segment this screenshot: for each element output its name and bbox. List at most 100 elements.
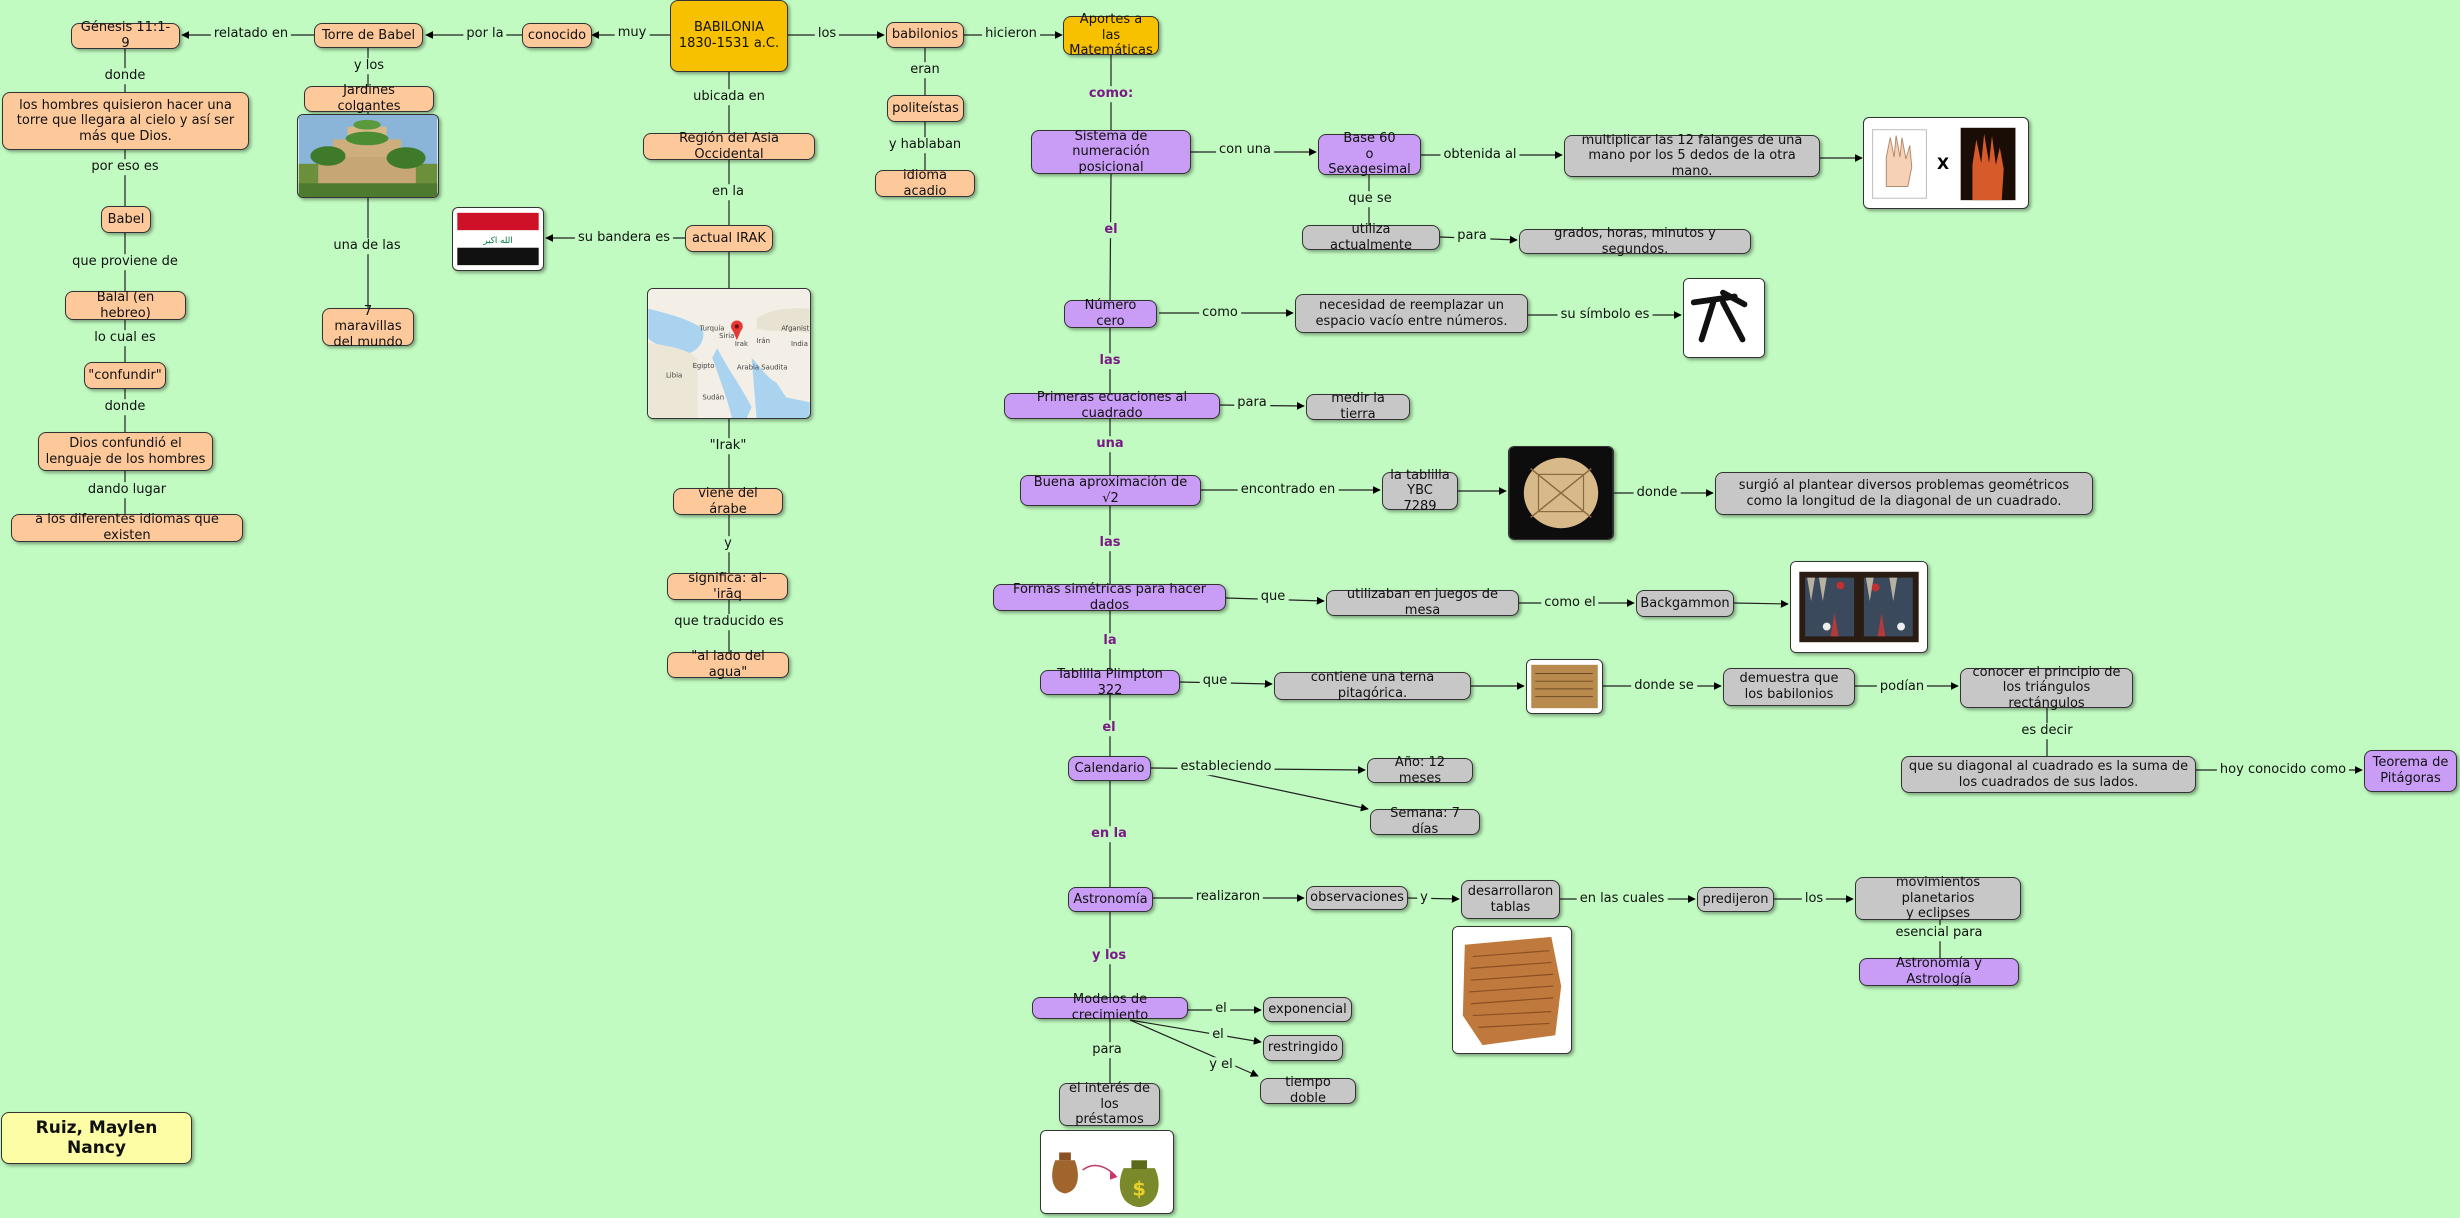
link-label: que: [1199, 673, 1231, 689]
link-label: en la: [709, 184, 747, 200]
medir-node[interactable]: medir la tierra: [1306, 391, 1410, 422]
link-label: para: [1089, 1042, 1125, 1058]
link-label: su símbolo es: [1557, 307, 1653, 323]
middle-east-map-image[interactable]: Turquía Siria Irak Irán Afganist. Egipto…: [647, 288, 811, 419]
jardines-node[interactable]: Jardines colgantes: [304, 83, 434, 114]
link-label: donde: [101, 68, 149, 84]
babilonia-node[interactable]: BABILONIA 1830-1531 a.C.: [670, 0, 788, 72]
observaciones-node[interactable]: observaciones: [1306, 886, 1408, 910]
anio-node[interactable]: Año: 12 meses: [1367, 755, 1473, 786]
demuestra-node[interactable]: demuestra que los babilonios: [1723, 668, 1855, 706]
backgammon-image[interactable]: [1790, 561, 1928, 653]
map-label-sudan: Sudán: [702, 393, 724, 401]
plimpton-node[interactable]: Tablilla Plimpton 322: [1040, 667, 1180, 698]
diagonal-node[interactable]: que su diagonal al cuadrado es la suma d…: [1901, 756, 2196, 793]
confundir-node[interactable]: "confundir": [84, 362, 166, 389]
pitagoras-node[interactable]: Teorema de Pitágoras: [2364, 750, 2457, 792]
link-label: las: [1096, 535, 1124, 551]
sistema-node[interactable]: Sistema de numeración posicional: [1031, 129, 1191, 175]
aportes-node[interactable]: Aportes a las Matemáticas: [1063, 12, 1159, 58]
link-label: realizaron: [1192, 889, 1264, 905]
region-node[interactable]: Región del Asia Occidental: [643, 131, 815, 162]
acadio-node[interactable]: idioma acadio: [875, 168, 975, 199]
ecuaciones-node[interactable]: Primeras ecuaciones al cuadrado: [1004, 390, 1220, 421]
link-label: el: [1101, 222, 1121, 238]
astronomia-node[interactable]: Astronomía: [1068, 887, 1153, 912]
link-label: que proviene de: [69, 254, 181, 270]
map-label-afganistan: Afganist.: [781, 324, 810, 332]
significa-node[interactable]: significa: al-'irāq: [667, 571, 788, 602]
tiempo-doble-node[interactable]: tiempo doble: [1260, 1075, 1356, 1106]
map-label-irak: Irak: [735, 340, 748, 348]
link-label: con una: [1216, 142, 1274, 158]
restringido-node[interactable]: restringido: [1263, 1035, 1343, 1061]
interes-node[interactable]: el interés de los préstamos: [1059, 1081, 1160, 1127]
multiplicar-node[interactable]: multiplicar las 12 falanges de una mano …: [1564, 133, 1820, 179]
link-label: en las cuales: [1576, 891, 1668, 907]
link-label: una: [1093, 436, 1127, 452]
semana-node[interactable]: Semana: 7 días: [1370, 806, 1480, 837]
surgio-node[interactable]: surgió al plantear diversos problemas ge…: [1715, 472, 2093, 515]
babilonios-node[interactable]: babilonios: [886, 22, 964, 48]
money-bags-image[interactable]: $: [1040, 1130, 1174, 1214]
link-label: es decir: [2018, 723, 2076, 739]
link-label: el: [1099, 720, 1119, 736]
cero-node[interactable]: Número cero: [1064, 298, 1157, 329]
backgammon-node[interactable]: Backgammon: [1636, 590, 1734, 617]
politeistas-node[interactable]: politeístas: [887, 95, 964, 122]
movimientos-node[interactable]: movimientos planetarios y eclipses: [1855, 875, 2021, 921]
link-label: una de las: [330, 238, 404, 254]
balal-node[interactable]: Balal (en hebreo): [65, 290, 186, 321]
utiliza-node[interactable]: utiliza actualmente: [1302, 222, 1440, 253]
link-label: como: [1199, 305, 1241, 321]
hombres-node[interactable]: los hombres quisieron hacer una torre qu…: [2, 92, 249, 150]
torre-babel-node[interactable]: Torre de Babel: [314, 23, 423, 48]
irak-node[interactable]: actual IRAK: [685, 225, 773, 252]
link-label: y los: [1088, 948, 1130, 964]
link-label: hicieron: [982, 26, 1040, 42]
astrologia-node[interactable]: Astronomía y Astrología: [1859, 956, 2019, 987]
link-label: eran: [907, 62, 943, 78]
formas-node[interactable]: Formas simétricas para hacer dados: [993, 582, 1226, 613]
necesidad-node[interactable]: necesidad de reemplazar un espacio vacío…: [1295, 294, 1528, 333]
clay-tablet-image[interactable]: [1452, 926, 1572, 1054]
terna-node[interactable]: contiene una terna pitagórica.: [1274, 670, 1471, 701]
multiply-x: X: [1937, 154, 1949, 173]
iraq-flag-image[interactable]: الله اكبر: [452, 207, 544, 271]
link-label: que: [1257, 589, 1289, 605]
exponencial-node[interactable]: exponencial: [1263, 997, 1352, 1022]
hands-image[interactable]: X: [1863, 117, 2029, 209]
link-label: donde se: [1631, 678, 1697, 694]
predijeron-node[interactable]: predijeron: [1697, 887, 1774, 912]
calendario-node[interactable]: Calendario: [1068, 756, 1151, 781]
hanging-gardens-image[interactable]: [297, 114, 439, 198]
genesis-node[interactable]: Génesis 11:1-9: [71, 20, 180, 51]
conocer-node[interactable]: conocer el principio de los triángulos r…: [1960, 665, 2133, 711]
plimpton-tablet-image[interactable]: [1526, 659, 1603, 714]
link-label: el: [1212, 1001, 1230, 1017]
aproximacion-node[interactable]: Buena aproximación de √2: [1020, 475, 1201, 506]
link-label: dando lugar: [84, 482, 170, 498]
link-label: podían: [1876, 679, 1928, 695]
zero-symbol-image[interactable]: [1683, 278, 1765, 358]
grados-node[interactable]: grados, horas, minutos y segundos.: [1519, 226, 1751, 257]
conocido-node[interactable]: conocido: [522, 23, 592, 48]
maravillas-node[interactable]: 7 maravillas del mundo: [322, 304, 414, 350]
babel-node[interactable]: Babel: [101, 206, 151, 233]
link-label: ubicada en: [690, 89, 768, 105]
tablas-node[interactable]: desarrollaron tablas: [1461, 880, 1560, 919]
flag-inscription: الله اكبر: [482, 236, 512, 246]
idiomas-node[interactable]: a los diferentes idiomas que existen: [11, 512, 243, 543]
base60-node[interactable]: Base 60 o Sexagesimal: [1318, 131, 1421, 177]
modelos-node[interactable]: Modelos de crecimiento: [1032, 992, 1188, 1023]
link-label: muy: [614, 25, 650, 41]
utilizaban-node[interactable]: utilizaban en juegos de mesa: [1326, 587, 1519, 618]
dios-confundio-node[interactable]: Dios confundió el lenguaje de los hombre…: [38, 432, 213, 471]
link-label: que traducido es: [671, 614, 787, 630]
link-label: el: [1209, 1027, 1227, 1043]
ybc-tablet-image[interactable]: [1508, 446, 1614, 540]
arabe-node[interactable]: viene del árabe: [673, 486, 783, 517]
ybc-node[interactable]: la tablilla YBC 7289: [1382, 468, 1458, 514]
link-label: para: [1234, 395, 1270, 411]
lado-agua-node[interactable]: "al lado del agua": [667, 649, 789, 680]
